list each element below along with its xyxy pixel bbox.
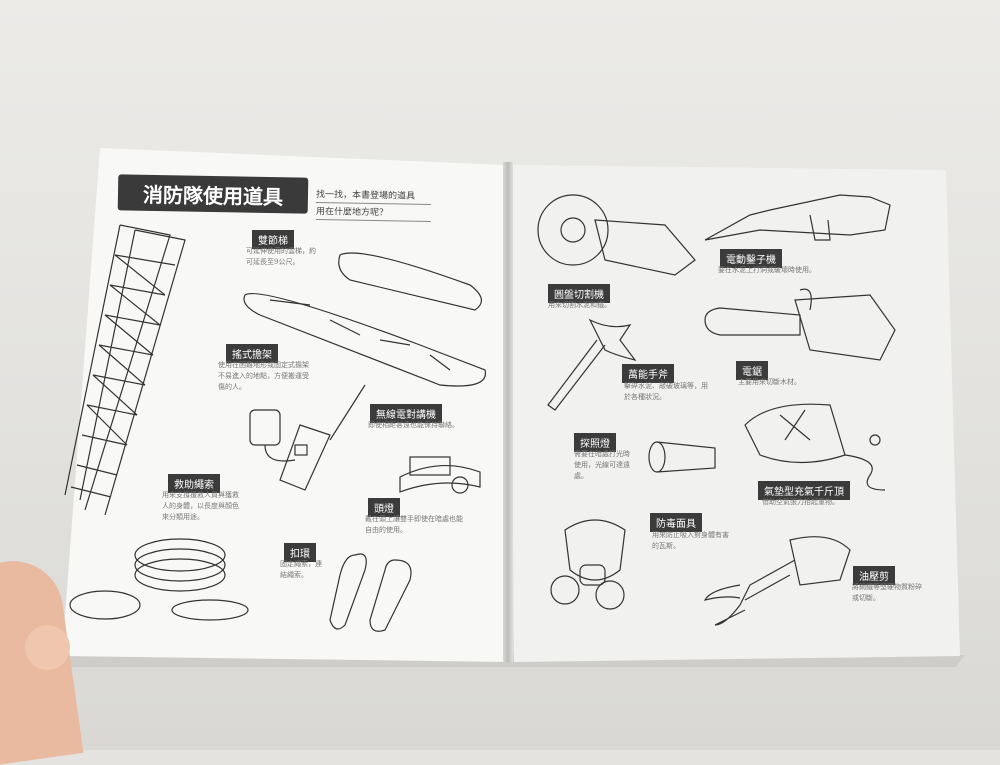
item-label-carabiner: 扣環: [284, 543, 316, 562]
item-label-searchlight: 探照燈: [574, 433, 616, 452]
item-label-chainsaw: 電鋸: [736, 361, 768, 380]
headlamp-illustration: [399, 456, 481, 494]
item-desc-chainsaw: 主要用來切斷木材。: [738, 378, 801, 386]
item-label-disc-cutter: 圓盤切割機: [548, 284, 610, 303]
item-desc-hydraulic-cutter: 將鋼鐵等堅硬物質粉碎或切斷。: [852, 583, 922, 602]
item-label-ladder: 雙節梯: [252, 230, 294, 249]
item-desc-gas-mask: 用來防止吸入對身體有害的瓦斯。: [652, 531, 729, 550]
rope-illustration: [69, 538, 249, 621]
searchlight-illustration: [648, 441, 716, 473]
ladder-illustration: [64, 224, 186, 516]
item-label-radio: 無線電對講機: [370, 404, 442, 423]
item-desc-air-jack: 借助空氣張力抬起重物。: [762, 498, 839, 506]
item-desc-headlamp: 戴在頭上讓雙手即使在暗處也能自由的使用。: [365, 515, 463, 534]
item-desc-axe: 擊碎水泥、敲破玻璃等，用於各種狀況。: [624, 382, 708, 401]
item-label-air-jack: 氣墊型充氣千斤頂: [758, 481, 850, 500]
thumb: [25, 625, 70, 670]
air-jack-illustration: [744, 403, 886, 491]
radio-illustration: [249, 384, 366, 491]
page-title: 消防隊使用道具: [117, 174, 309, 214]
item-desc-disc-cutter: 用來切割水泥和鐵。: [548, 301, 611, 309]
item-label-headlamp: 頭燈: [368, 498, 400, 517]
item-desc-searchlight: 需要在暗處打光時使用，光線可達遠處。: [574, 450, 630, 480]
jackhammer-illustration: [704, 194, 891, 241]
item-label-axe: 萬能手斧: [622, 364, 674, 383]
chainsaw-illustration: [704, 288, 896, 361]
item-desc-ladder: 可延伸使用的雲梯，約可延長至9公尺。: [246, 247, 316, 266]
subtitle-line-2: 用在什麼地方呢？: [315, 203, 432, 223]
item-desc-jackhammer: 要在水泥上打洞或破壞時使用。: [718, 266, 816, 274]
item-desc-stretcher: 使用在困難地形或固定式擔架不易進入的地點，方便搬運受傷的人。: [218, 361, 309, 391]
stretcher-illustration: [243, 252, 486, 387]
gas-mask-illustration: [550, 519, 626, 610]
axe-illustration: [547, 318, 637, 411]
item-label-gas-mask: 防毒面具: [650, 513, 702, 532]
carabiner-illustration: [329, 553, 412, 632]
item-desc-radio: 即使相距甚遠也能保持聯絡。: [368, 421, 459, 429]
item-label-jackhammer: 電動鑿子機: [720, 249, 782, 268]
hydraulic-cutter-illustration: [703, 536, 851, 626]
item-label-stretcher: 搖式擔架: [226, 344, 278, 363]
item-label-rescue-rope: 救助繩索: [168, 474, 220, 493]
book-spine: [503, 162, 513, 662]
subtitle-line-1: 找一找，本書登場的道具: [315, 186, 432, 206]
disc-cutter-illustration: [537, 194, 696, 276]
item-label-hydraulic-cutter: 油壓剪: [853, 566, 895, 585]
item-desc-rescue-rope: 用來支撐援救人員與獲救人的身體，以長度與顏色來分類用途。: [162, 491, 239, 521]
item-desc-carabiner: 固定繩索，連結繩索。: [280, 560, 322, 579]
